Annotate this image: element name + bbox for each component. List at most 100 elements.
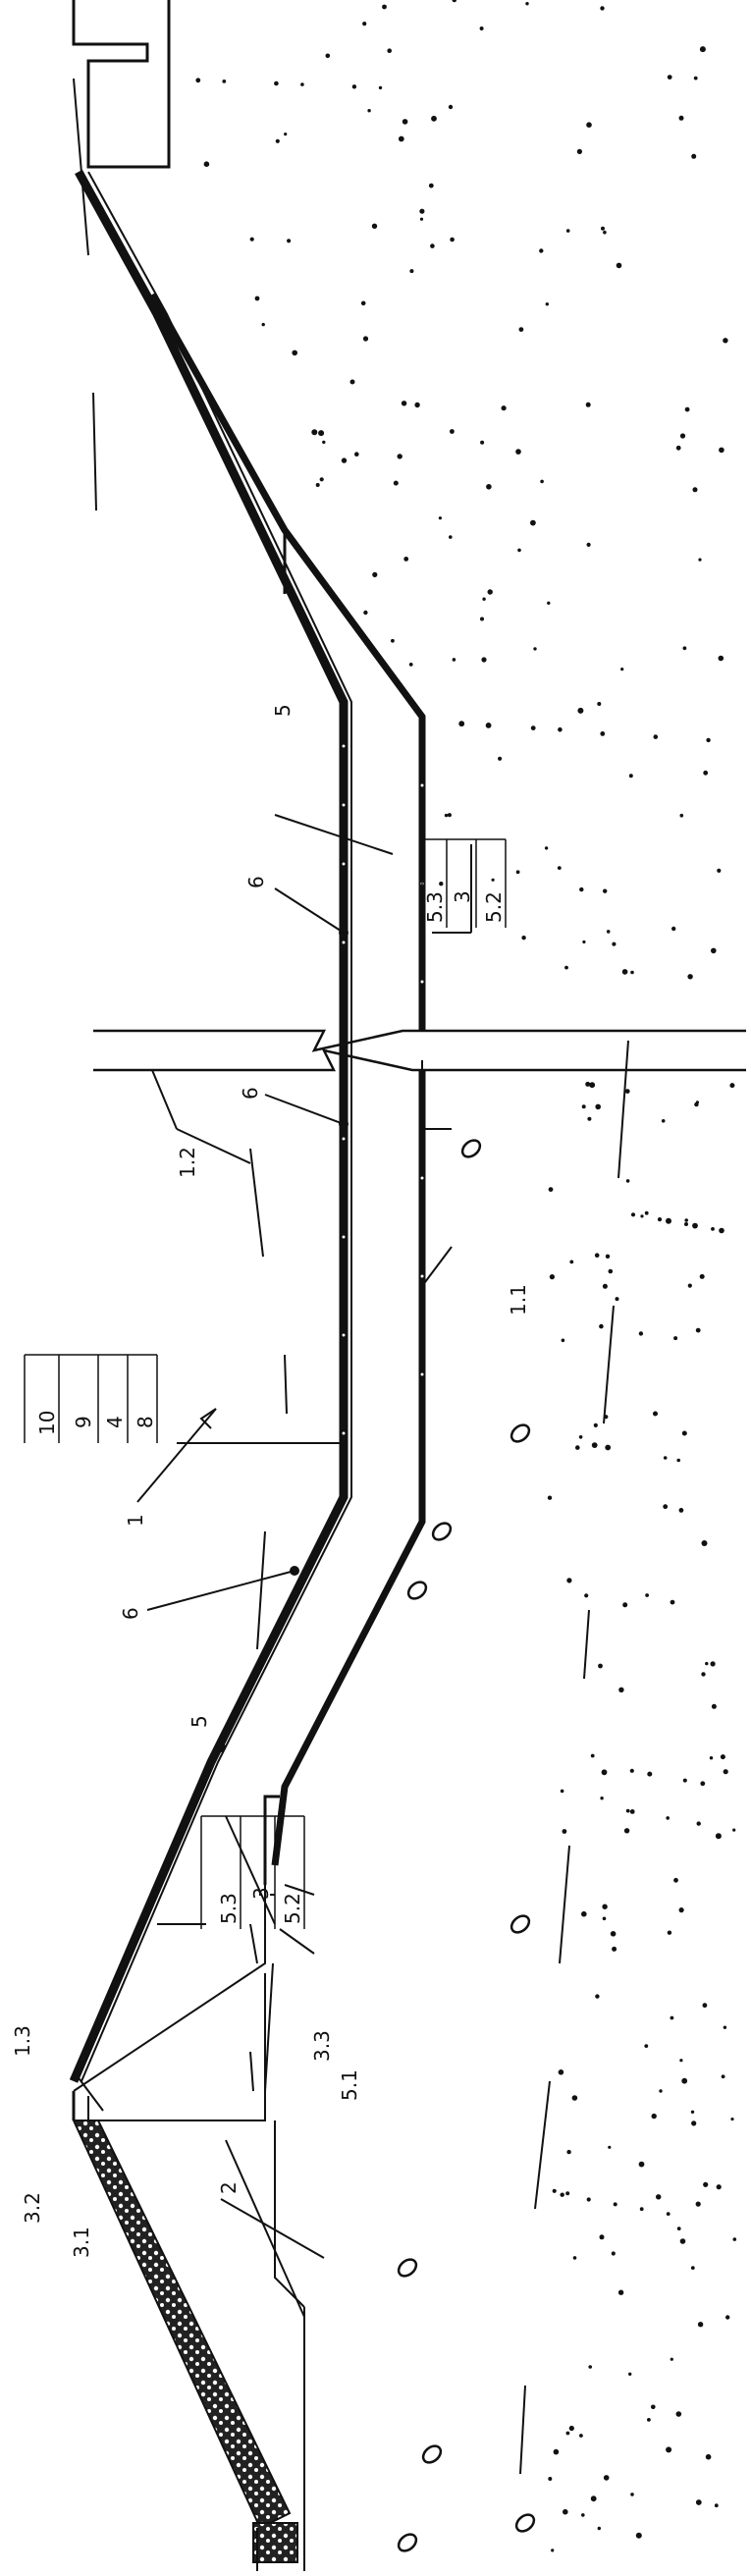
soil-dot xyxy=(378,85,383,90)
soil-dot xyxy=(666,1217,671,1224)
soil-dot xyxy=(678,1508,684,1513)
soil-dot xyxy=(667,1930,672,1935)
soil-dot xyxy=(679,2238,686,2244)
soil-dot xyxy=(577,707,584,714)
soil-dot xyxy=(723,338,728,344)
soil-dot xyxy=(612,1946,617,1952)
soil-dot xyxy=(709,1756,714,1760)
soil-dot xyxy=(659,2089,663,2093)
soil-dot xyxy=(261,322,265,327)
soil-dot xyxy=(557,866,562,870)
soil-dot xyxy=(428,183,434,188)
soil-dot xyxy=(363,610,368,616)
table-upper-cell-2: 5.2 xyxy=(482,891,506,923)
soil-dot xyxy=(622,1602,628,1608)
soil-dot xyxy=(598,1663,603,1669)
soil-dot xyxy=(387,48,393,53)
soil-dots xyxy=(195,0,737,2552)
soil-dot xyxy=(638,1331,644,1336)
soil-dot xyxy=(653,734,659,739)
soil-dot xyxy=(571,2095,578,2101)
soil-dot xyxy=(563,2508,568,2515)
soil-dot xyxy=(647,2418,651,2422)
soil-dot xyxy=(613,2202,617,2207)
soil-dot xyxy=(678,115,684,121)
soil-dot xyxy=(448,104,454,110)
soil-dot xyxy=(564,965,568,970)
soil-dot xyxy=(698,558,702,562)
soil-dot xyxy=(553,2448,560,2455)
soil-dot xyxy=(714,2503,719,2508)
soil-dot xyxy=(716,2184,722,2190)
soil-dot xyxy=(419,208,425,214)
soil-dot xyxy=(599,1323,604,1329)
soil-dot xyxy=(419,217,424,221)
soil-dot xyxy=(663,1456,668,1460)
soil-dot xyxy=(699,46,706,53)
soil-dot xyxy=(678,1907,684,1913)
soil-dot xyxy=(695,1100,700,1104)
soil-dot xyxy=(635,2532,642,2539)
table-middle-cell-3: 8 xyxy=(134,1416,157,1428)
soil-dot xyxy=(732,2237,737,2241)
soil-dot xyxy=(565,2431,570,2436)
soil-dot xyxy=(723,1769,728,1775)
soil-dot xyxy=(539,248,544,253)
soil-dot xyxy=(621,969,628,975)
labels: 5 6 6 6 1.2 1.1 1 5 3.3 5.1 1.3 3.2 3.1 … xyxy=(11,704,530,2258)
soil-dot xyxy=(249,237,254,242)
soil-dot xyxy=(274,80,279,86)
soil-dot xyxy=(695,2201,701,2207)
soil-dot xyxy=(589,1082,596,1089)
soil-dot xyxy=(611,2251,616,2256)
soil-dot xyxy=(695,1327,701,1333)
soil-dot xyxy=(706,737,711,743)
soil-dot xyxy=(452,658,456,662)
soil-dot xyxy=(679,813,684,818)
soil-dot xyxy=(311,429,318,436)
label-6-b: 6 xyxy=(239,1087,262,1100)
soil-dot xyxy=(732,1828,736,1832)
soil-dot xyxy=(517,548,521,553)
soil-dot xyxy=(498,756,503,761)
soil-dot xyxy=(701,1672,706,1677)
soil-dot xyxy=(628,2372,632,2376)
soil-dot xyxy=(458,721,465,727)
soil-dot xyxy=(681,1430,687,1436)
soil-dot xyxy=(711,1227,715,1231)
soil-dot xyxy=(605,1254,611,1260)
soil-dot xyxy=(533,647,537,651)
soil-dot xyxy=(603,230,607,235)
soil-dot xyxy=(730,2118,734,2121)
soil-dot xyxy=(723,2025,727,2029)
soil-dot xyxy=(701,1540,708,1546)
soil-dot xyxy=(682,646,687,651)
soil-dot xyxy=(661,1119,666,1123)
soil-dot xyxy=(620,668,624,671)
soil-dot xyxy=(640,1214,644,1218)
leader-lines xyxy=(73,814,472,2318)
soil-dot xyxy=(545,302,549,306)
soil-dot xyxy=(705,1661,709,1666)
soil-dot xyxy=(693,76,698,80)
soil-dot xyxy=(608,2145,612,2149)
soil-dot xyxy=(585,1081,591,1087)
soil-dot xyxy=(684,1222,688,1226)
soil-dot xyxy=(651,2404,656,2410)
soil-dot xyxy=(618,1687,624,1693)
soil-dot xyxy=(602,1283,608,1289)
soil-dot xyxy=(711,1703,717,1709)
soil-dot xyxy=(679,433,686,439)
soil-dot xyxy=(690,2266,695,2271)
table-lower xyxy=(200,1815,305,1929)
soil-dot xyxy=(372,571,378,578)
soil-dot xyxy=(540,479,544,484)
soil-dot xyxy=(487,589,493,595)
soil-dot xyxy=(398,135,404,142)
soil-dot xyxy=(670,2015,674,2020)
soil-dot xyxy=(547,1495,553,1500)
soil-dot xyxy=(684,406,690,412)
soil-dot xyxy=(666,2212,671,2217)
soil-dot xyxy=(720,1754,725,1760)
soil-dot xyxy=(565,229,570,233)
